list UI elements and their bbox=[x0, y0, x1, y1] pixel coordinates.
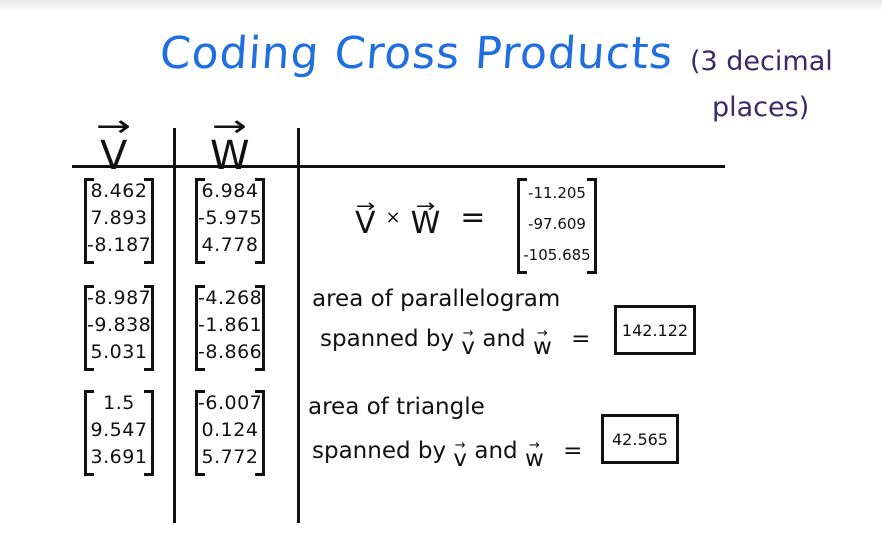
parallelogram-w-symbol: → w bbox=[532, 326, 552, 360]
vector-arrow-icon: → bbox=[462, 326, 474, 341]
cross-times-symbol: × bbox=[385, 207, 401, 228]
vector-arrow-icon: → bbox=[355, 195, 376, 217]
column-divider-2 bbox=[297, 128, 300, 523]
vector-v-row-3: 1.5 9.547 3.691 bbox=[84, 390, 154, 476]
parallelogram-prefix: spanned by bbox=[320, 326, 455, 352]
cross-v-symbol: → V bbox=[355, 195, 376, 241]
column-v-label: V bbox=[100, 133, 128, 179]
vector-arrow-icon: → bbox=[96, 109, 132, 144]
vector-entry: 0.124 bbox=[201, 419, 259, 441]
vector-entry: 4.778 bbox=[201, 234, 259, 256]
vector-entry: -5.975 bbox=[198, 207, 263, 229]
vector-arrow-icon: → bbox=[528, 438, 540, 453]
triangle-w-label: w bbox=[524, 446, 544, 472]
column-divider-1 bbox=[173, 128, 176, 523]
triangle-area-value: 42.565 bbox=[601, 414, 679, 464]
cross-w-symbol: → W bbox=[410, 195, 441, 241]
column-w-label: W bbox=[210, 133, 250, 179]
vector-entry: 9.547 bbox=[90, 419, 148, 441]
vector-entry: 1.5 bbox=[103, 392, 135, 414]
vector-entry: 5.772 bbox=[201, 446, 259, 468]
vector-arrow-icon: → bbox=[212, 109, 248, 144]
cross-w-label: W bbox=[410, 205, 441, 241]
vector-w-row-3: -6.007 0.124 5.772 bbox=[195, 390, 265, 476]
vector-entry: -8.187 bbox=[87, 234, 152, 256]
triangle-equals: = bbox=[563, 438, 583, 464]
cross-product-equation: → V × → W = bbox=[355, 195, 486, 241]
parallelogram-v-label: v bbox=[461, 334, 476, 360]
parallelogram-v-symbol: → v bbox=[461, 326, 476, 360]
result-entry: -105.685 bbox=[523, 246, 591, 264]
parallelogram-area-value: 142.122 bbox=[614, 305, 696, 355]
result-entry: -11.205 bbox=[528, 184, 586, 202]
vector-entry: 5.031 bbox=[90, 341, 148, 363]
vector-entry: -8.987 bbox=[87, 287, 152, 309]
vector-entry: 6.984 bbox=[201, 180, 259, 202]
triangle-label-line-2: spanned by → v and → w = bbox=[312, 434, 583, 472]
column-header-v: → V bbox=[96, 112, 131, 179]
vector-w-row-2: -4.268 -1.861 -8.866 bbox=[195, 285, 265, 371]
cross-v-label: V bbox=[355, 205, 376, 241]
triangle-v-label: v bbox=[453, 446, 468, 472]
vector-entry: -9.838 bbox=[87, 314, 152, 336]
vector-arrow-icon: → bbox=[536, 326, 548, 341]
vector-entry: 8.462 bbox=[90, 180, 148, 202]
header-divider bbox=[72, 165, 725, 168]
vector-entry: -4.268 bbox=[198, 287, 263, 309]
vector-entry: -6.007 bbox=[198, 392, 263, 414]
parallelogram-and: and bbox=[482, 326, 526, 352]
vector-entry: -8.866 bbox=[198, 341, 263, 363]
column-header-w: → W bbox=[210, 109, 250, 179]
vector-entry: 7.893 bbox=[90, 207, 148, 229]
triangle-label-line-1: area of triangle bbox=[308, 394, 485, 420]
parallelogram-equals: = bbox=[571, 326, 591, 352]
triangle-v-symbol: → v bbox=[453, 438, 468, 472]
cross-product-result: -11.205 -97.609 -105.685 bbox=[517, 178, 597, 274]
parallelogram-label-line-1: area of parallelogram bbox=[312, 286, 561, 312]
vector-v-row-2: -8.987 -9.838 5.031 bbox=[84, 285, 154, 371]
result-entry: -97.609 bbox=[528, 215, 586, 233]
vector-w-row-1: 6.984 -5.975 4.778 bbox=[195, 178, 265, 264]
note-line-1: (3 decimal bbox=[690, 46, 833, 77]
parallelogram-label-line-2: spanned by → v and → w = bbox=[320, 322, 591, 360]
cross-equals-symbol: = bbox=[460, 200, 486, 235]
triangle-prefix: spanned by bbox=[312, 438, 447, 464]
top-bar bbox=[0, 0, 882, 12]
vector-arrow-icon: → bbox=[454, 438, 466, 453]
vector-entry: -1.861 bbox=[198, 314, 263, 336]
parallelogram-w-label: w bbox=[532, 334, 552, 360]
vector-entry: 3.691 bbox=[90, 446, 148, 468]
vector-v-row-1: 8.462 7.893 -8.187 bbox=[84, 178, 154, 264]
triangle-w-symbol: → w bbox=[524, 438, 544, 472]
page-title: Coding Cross Products bbox=[158, 28, 675, 79]
triangle-and: and bbox=[474, 438, 518, 464]
vector-arrow-icon: → bbox=[415, 195, 436, 217]
note-line-2: places) bbox=[712, 92, 810, 123]
